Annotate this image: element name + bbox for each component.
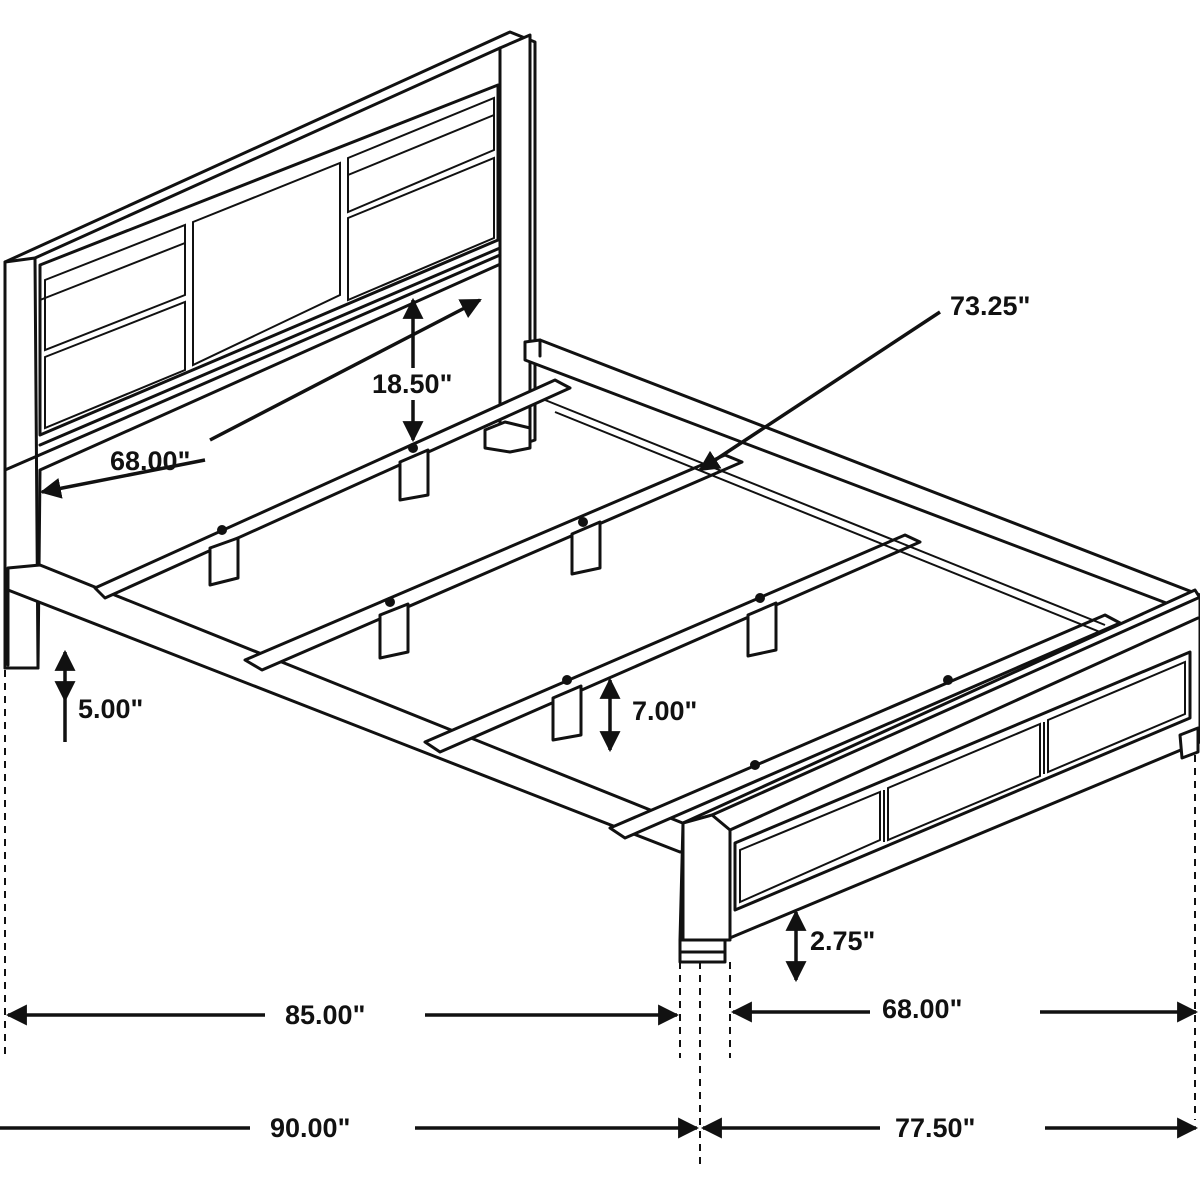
label-inner-width: 68.00" [882, 994, 962, 1024]
label-diagonal: 73.25" [950, 291, 1030, 321]
footboard [678, 588, 1200, 964]
label-headboard-width: 68.00" [110, 446, 190, 476]
label-headboard-panel-height: 18.50" [372, 369, 452, 399]
label-slat-support-height: 7.00" [632, 696, 697, 726]
slat-middle [243, 453, 744, 672]
center-support-rail [544, 399, 1111, 637]
headboard [3, 30, 537, 670]
label-footboard-clearance: 2.75" [810, 926, 875, 956]
slat-back [423, 533, 922, 754]
label-overall-length: 90.00" [270, 1113, 350, 1143]
dimension-arrows [0, 297, 1199, 1139]
label-overall-width: 77.50" [895, 1113, 975, 1143]
label-rail-length: 85.00" [285, 1000, 365, 1030]
slat-front [93, 378, 572, 600]
headboard-panels [39, 96, 495, 430]
far-side-rail [523, 338, 1200, 614]
label-rail-clearance: 5.00" [78, 694, 143, 724]
dimension-labels: 68.00" 18.50" 73.25" 5.00" 7.00" 2.75" 8… [78, 291, 1030, 1143]
extension-lines [4, 670, 1196, 1170]
